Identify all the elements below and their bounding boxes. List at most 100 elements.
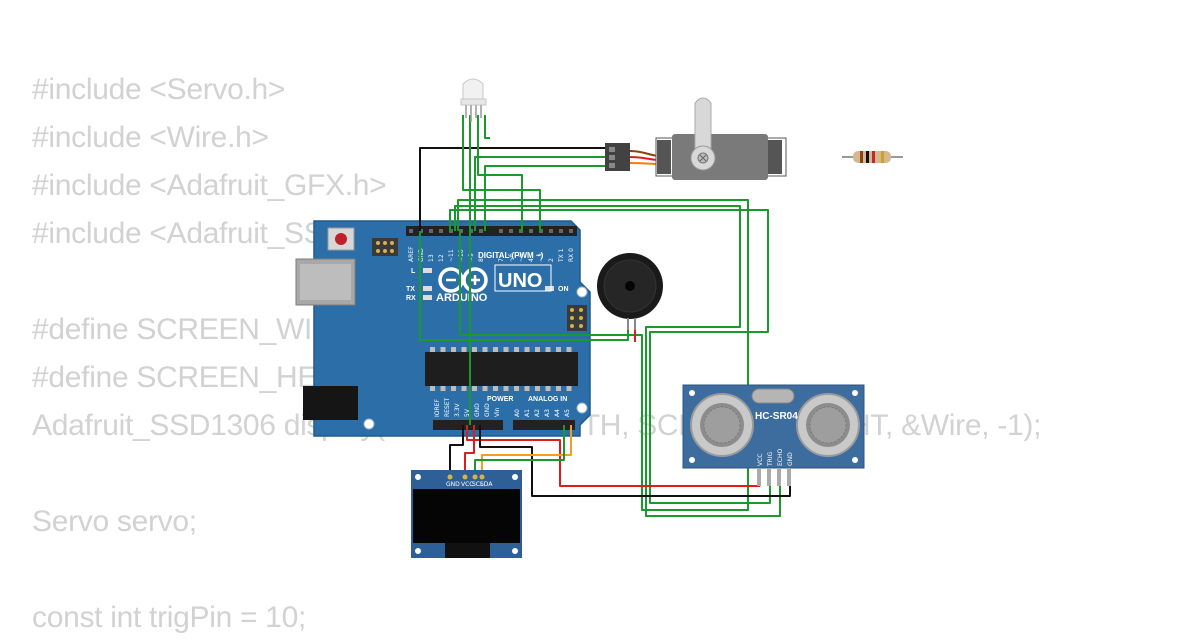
arduino-brand-label: ARDUINO — [436, 292, 488, 304]
chip-leg — [524, 347, 530, 352]
analog-pin-label-3: A3 — [544, 409, 551, 417]
digital-pin-label-3: 12 — [438, 254, 445, 262]
power-pin-label-2: 3.3V — [454, 402, 461, 417]
chip-leg — [566, 347, 572, 352]
wire-servo-signal-a — [474, 156, 608, 231]
chip-leg — [430, 347, 435, 352]
wire-5v-sensor — [466, 425, 760, 487]
led-tx-label: TX — [406, 286, 415, 293]
digital-pin-label-0: AREF — [408, 246, 415, 262]
digital-pin-label-15: RX 0 — [568, 248, 575, 262]
chip-leg — [556, 347, 561, 352]
reset-button[interactable] — [335, 233, 347, 245]
hcsr04-pin-label-0: VCC — [757, 454, 764, 466]
buzzer[interactable] — [597, 253, 663, 330]
chip-leg — [451, 347, 456, 352]
wires — [419, 115, 791, 517]
arduino-logo — [438, 267, 488, 293]
power-pin-label-3: 5V — [464, 408, 471, 417]
chip-leg — [503, 386, 509, 391]
code-line-10: Servo servo; — [32, 505, 197, 538]
wire-echo — [457, 199, 749, 511]
chip-leg — [440, 347, 446, 352]
chip-leg — [514, 386, 519, 391]
power-pin-label-5: GND — [484, 403, 491, 417]
power-jack — [303, 386, 358, 420]
digital-pin-label-5: ~10 — [458, 249, 465, 262]
power-pin-label-4: GND — [474, 403, 481, 417]
hcsr04-pin-label-3: GND — [787, 452, 794, 466]
chip-leg — [545, 386, 551, 391]
chip-leg — [535, 347, 540, 352]
on-label: ON — [558, 286, 569, 293]
analog-header — [513, 420, 575, 430]
servo-motor[interactable] — [605, 97, 787, 180]
digital-label: DIGITAL (PWM ~) — [478, 251, 544, 260]
chip-leg — [482, 347, 488, 352]
wire-led-g — [477, 115, 523, 231]
power-pin-label-0: IOREF — [434, 399, 441, 417]
led-l-label: L — [411, 268, 416, 275]
chip-leg — [493, 347, 498, 352]
chip-leg — [440, 386, 446, 391]
digital-pin-label-9: ~6 — [508, 253, 515, 262]
led-rx-label: RX — [406, 295, 416, 302]
oled-pin-label-2: SCL — [472, 481, 484, 488]
resistor[interactable] — [842, 151, 903, 163]
chip-leg — [524, 386, 530, 391]
oled-pin-label-1: VCC — [461, 481, 473, 488]
wire-oled-gnd — [449, 425, 464, 478]
hc-sr04-label: HC-SR04 — [755, 411, 798, 422]
digital-pin-label-8: 7 — [498, 258, 505, 262]
analog-label: ANALOG IN — [528, 396, 567, 403]
code-line-12: const int trigPin = 10; — [32, 601, 307, 634]
wire-oled-scl — [481, 425, 572, 478]
oled-pin-label-0: GND — [446, 481, 460, 488]
digital-pin-label-7: 8 — [478, 258, 485, 262]
wire-oled-sda — [474, 425, 565, 478]
power-pin-label-1: RESET — [444, 397, 451, 417]
code-line-1: #include <Servo.h> — [32, 73, 286, 106]
analog-pin-label-1: A1 — [524, 409, 531, 417]
analog-pin-label-5: A5 — [564, 409, 571, 417]
chip-leg — [461, 386, 467, 391]
rgb-led[interactable] — [460, 78, 487, 122]
chip-leg — [493, 386, 498, 391]
analog-pin-label-0: A0 — [514, 409, 521, 417]
analog-pin-label-2: A2 — [534, 409, 541, 417]
chip-leg — [556, 386, 561, 391]
uno-label: UNO — [498, 270, 542, 292]
wire-trig — [449, 209, 771, 504]
chip-leg — [566, 386, 572, 391]
oled-screen — [413, 489, 520, 543]
wire-gnd-sensor — [479, 425, 791, 497]
analog-pin-label-4: A4 — [554, 409, 561, 417]
wire-led-b — [484, 115, 490, 139]
chip-leg — [461, 347, 467, 352]
chip-leg — [430, 386, 435, 391]
wire-echo-b — [454, 205, 781, 517]
chip-leg — [472, 347, 477, 352]
chip-leg — [503, 347, 509, 352]
chip-leg — [472, 386, 477, 391]
digital-pin-label-6: ~9 — [468, 253, 475, 262]
digital-pin-label-13: 2 — [548, 258, 555, 262]
chip-leg — [482, 386, 488, 391]
atmega-chip — [425, 352, 578, 386]
power-label: POWER — [487, 396, 513, 403]
hcsr04-pin-label-2: ECHO — [777, 449, 784, 466]
digital-pin-label-10: ~5 — [518, 253, 525, 262]
wire-servo-gnd — [419, 147, 608, 231]
hcsr04-pin-label-1: TRIG — [767, 451, 774, 467]
digital-pin-label-1: GND — [418, 248, 425, 262]
digital-pin-label-12: ~3 — [538, 253, 545, 262]
digital-pin-label-14: TX 1 — [558, 248, 565, 263]
code-line-3: #include <Adafruit_GFX.h> — [32, 169, 387, 202]
code-line-2: #include <Wire.h> — [32, 121, 269, 154]
digital-pin-label-11: 4 — [528, 258, 535, 262]
chip-leg — [514, 347, 519, 352]
